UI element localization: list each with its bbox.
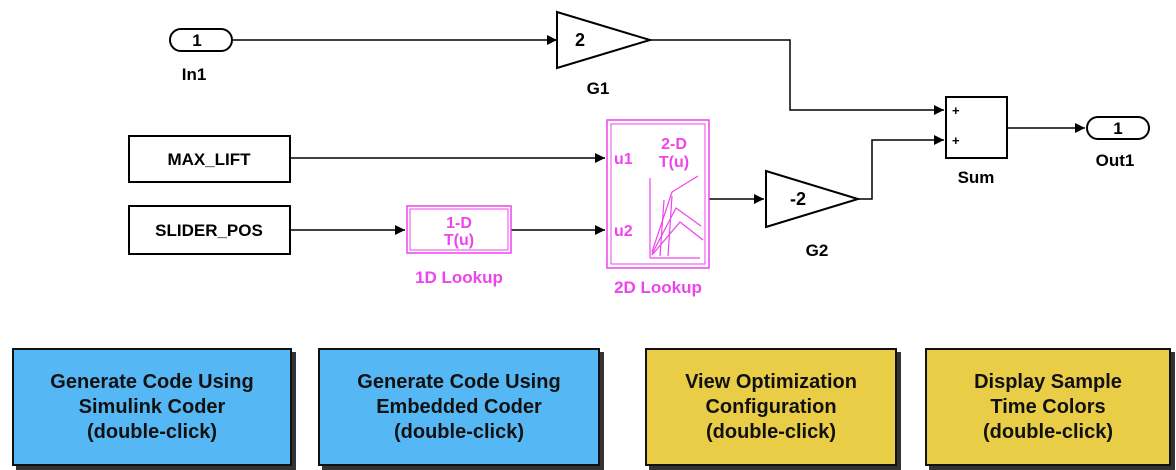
sum-sign-1: + <box>952 103 960 118</box>
lookup-2d-port-u1: u1 <box>614 151 633 168</box>
sum-block[interactable]: + + Sum <box>945 96 1008 187</box>
constant-max-lift[interactable]: MAX_LIFT <box>128 135 291 183</box>
lookup-1d-block[interactable]: 1-D T(u) 1D Lookup <box>406 205 512 287</box>
button-line: Generate Code Using <box>357 370 561 393</box>
button-line: (double-click) <box>393 420 524 443</box>
button-line: Configuration <box>705 395 837 418</box>
button-line: Display Sample <box>974 370 1122 393</box>
sum-sign-2: + <box>952 133 960 148</box>
view-optimization-configuration-button[interactable]: View Optimization Configuration (double-… <box>645 348 897 466</box>
constant-slider-pos[interactable]: SLIDER_POS <box>128 205 291 255</box>
simulink-diagram: 1 In1 2 G1 MAX_LIFT SLIDER_POS 1-D T(u) … <box>128 10 1150 297</box>
gain-g2-value: -2 <box>790 189 806 209</box>
gain-g1-label: G1 <box>587 79 610 98</box>
constant-slider-pos-value: SLIDER_POS <box>155 221 263 240</box>
lookup-2d-line2: T(u) <box>659 154 689 171</box>
sum-label: Sum <box>958 168 995 187</box>
inport-number: 1 <box>192 31 201 50</box>
button-line: (double-click) <box>705 420 836 443</box>
gain-g2-label: G2 <box>806 241 829 260</box>
gain-g1-block[interactable]: 2 G1 <box>556 10 654 98</box>
signal-g1-to-sum[interactable] <box>650 39 944 115</box>
button-line: (double-click) <box>86 420 217 443</box>
lookup-2d-port-u2: u2 <box>614 223 633 240</box>
gain-g2-block[interactable]: -2 G2 <box>765 169 862 260</box>
lookup-2d-label: 2D Lookup <box>614 278 702 297</box>
button-line: Embedded Coder <box>376 395 542 418</box>
lookup-2d-block[interactable]: 2-D T(u) u1 u2 2D Lookup <box>606 119 710 297</box>
lookup-2d-line1: 2-D <box>661 136 687 153</box>
signal-lines <box>232 35 1085 235</box>
display-sample-time-colors-button[interactable]: Display Sample Time Colors (double-click… <box>925 348 1171 466</box>
button-line: Simulink Coder <box>78 395 226 418</box>
lookup-2d-surface-icon <box>649 175 704 259</box>
gain-g1-value: 2 <box>575 30 585 50</box>
inport-in1[interactable]: 1 In1 <box>169 28 233 84</box>
lookup-1d-line1: 1-D <box>446 215 472 232</box>
button-line: View Optimization <box>685 370 857 393</box>
button-line: Generate Code Using <box>50 370 254 393</box>
outport-out1[interactable]: 1 Out1 <box>1086 116 1150 170</box>
generate-code-simulink-coder-button[interactable]: Generate Code Using Simulink Coder (doub… <box>12 348 292 466</box>
button-line: (double-click) <box>982 420 1113 443</box>
outport-number: 1 <box>1113 119 1122 138</box>
outport-label: Out1 <box>1096 151 1135 170</box>
lookup-1d-line2: T(u) <box>444 232 474 249</box>
generate-code-embedded-coder-button[interactable]: Generate Code Using Embedded Coder (doub… <box>318 348 600 466</box>
inport-label: In1 <box>182 65 207 84</box>
lookup-1d-label: 1D Lookup <box>415 268 503 287</box>
button-line: Time Colors <box>990 395 1106 418</box>
constant-max-lift-value: MAX_LIFT <box>167 150 251 169</box>
signal-g2-to-sum[interactable] <box>858 135 944 200</box>
